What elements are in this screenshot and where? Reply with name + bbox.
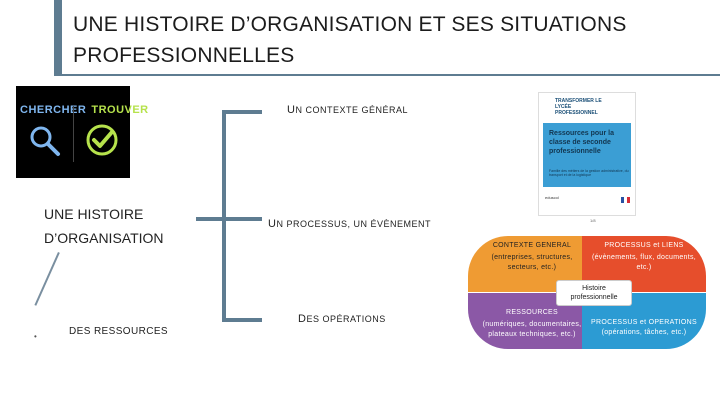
branch-contexte-general: UN CONTEXTE GÉNÉRAL [287, 104, 408, 116]
document-cover-panel: Ressources pour la classe de seconde pro… [543, 123, 631, 187]
histoire-heading: UNE HISTOIRE D’ORGANISATION [44, 202, 184, 250]
document-subtitle: Famille des métiers de la gestion admini… [549, 169, 629, 177]
center-line-2: professionnelle [570, 294, 618, 301]
magnifier-icon [30, 126, 60, 156]
chercher-trouver-logo: CHERCHER TROUVER [16, 86, 148, 178]
branch-bottom-initial: D [298, 313, 307, 325]
document-footer: eduscol [545, 195, 559, 200]
document-title: Ressources pour la classe de seconde pro… [549, 130, 614, 155]
logo-word-chercher: CHERCHER [20, 104, 87, 116]
branch-bottom-text: ES OPÉRATIONS [306, 314, 386, 324]
bullet: • [34, 332, 37, 341]
q4-detail: (opérations, tâches, etc.) [601, 329, 687, 336]
bracket-input-arm [196, 217, 222, 221]
logo-word-trouver: TROUVER [91, 104, 149, 116]
bracket-top-arm [222, 110, 262, 114]
french-flag-icon [621, 197, 630, 203]
title-accent-bar [54, 0, 62, 76]
bracket-middle-arm [222, 217, 262, 221]
q3-title: RESSOURCES [505, 309, 558, 316]
branch-top-text: N CONTEXTE GÉNÉRAL [295, 105, 408, 115]
q4-title: PROCESSUS et OPERATIONS [591, 319, 697, 326]
branch-processus: UN PROCESSUS, UN ÉVÈNEMENT [268, 218, 431, 230]
check-circle-icon [86, 124, 118, 156]
q1-detail: (entreprises, structures, secteurs, etc.… [491, 254, 573, 271]
ressources-document-thumbnail: TRANSFORMER LE LYCÉE PROFESSIONNEL Resso… [538, 92, 636, 216]
branch-top-initial: U [287, 104, 296, 116]
histoire-professionnelle-center: Histoire professionnelle [556, 280, 632, 306]
title-underline [58, 74, 720, 76]
slide-title: UNE HISTOIRE D’ORGANISATION ET SES SITUA… [73, 13, 627, 67]
center-line-1: Histoire [582, 285, 606, 292]
logo-words: CHERCHER TROUVER [20, 104, 149, 116]
diagonal-connector [34, 252, 60, 306]
branch-operations: DES OPÉRATIONS [298, 313, 386, 325]
q1-title: CONTEXTE GENERAL [492, 242, 572, 249]
document-page-number: 1/8 [590, 218, 596, 223]
branch-middle-initial: U [268, 218, 277, 230]
q2-title: PROCESSUS et LIENS [604, 242, 684, 249]
logo-divider [73, 106, 74, 162]
q2-detail: (évènements, flux, documents, etc.) [591, 254, 697, 271]
histoire-line-1: UNE HISTOIRE [44, 206, 144, 222]
branch-middle-text: N PROCESSUS, UN ÉVÈNEMENT [276, 219, 431, 229]
bracket-bottom-arm [222, 318, 262, 322]
document-header: TRANSFORMER LE LYCÉE PROFESSIONNEL [555, 98, 602, 116]
histoire-line-2: D’ORGANISATION [44, 230, 164, 246]
ressources-label: DES RESSOURCES [69, 326, 168, 337]
q3-detail: (numériques, documentaires, plateaux tec… [482, 321, 582, 338]
bracket-vertical [222, 110, 226, 322]
